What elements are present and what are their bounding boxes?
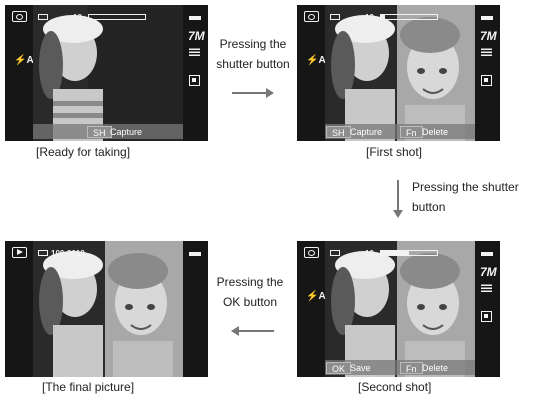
metering-icon bbox=[189, 75, 200, 86]
fn-key-badge[interactable]: Fn bbox=[400, 126, 423, 138]
caption-second-shot: [Second shot] bbox=[358, 380, 432, 394]
metering-icon bbox=[481, 75, 492, 86]
instruction-shutter-2: Pressing the shutter button bbox=[412, 180, 519, 214]
capture-progress-fill bbox=[381, 15, 386, 19]
arrow-right-icon bbox=[232, 92, 270, 94]
capture-progress bbox=[88, 14, 146, 20]
flash-auto-icon: ⚡A bbox=[14, 55, 34, 66]
left-status-bar: ⚡A bbox=[297, 5, 326, 141]
battery-icon bbox=[330, 250, 340, 256]
caption-final-picture: [The final picture] bbox=[42, 380, 135, 394]
image-size-7m-icon: 7M bbox=[480, 29, 497, 43]
ok-key-badge[interactable]: OK bbox=[326, 362, 352, 374]
left-status-bar: ⚡A bbox=[297, 241, 326, 377]
shots-remaining: 10 bbox=[365, 13, 374, 22]
file-number: 100-0010 bbox=[51, 249, 85, 258]
live-view-photo bbox=[325, 241, 475, 377]
arrow-head-left-icon bbox=[231, 326, 239, 336]
camera-mode-icon bbox=[304, 247, 319, 258]
instruction-ok: Pressing the OK button bbox=[216, 275, 284, 309]
arrow-down-icon bbox=[397, 180, 399, 212]
camera-screen-first-shot: ⚡A 10 7M SH Capture Fn Delete bbox=[297, 5, 500, 141]
camera-mode-icon bbox=[12, 11, 27, 22]
quality-icon bbox=[481, 283, 492, 292]
capture-label: Capture bbox=[350, 127, 383, 137]
memory-icon bbox=[481, 252, 493, 256]
memory-icon bbox=[189, 16, 201, 20]
live-view-photo bbox=[325, 5, 475, 141]
caption-first-shot: [First shot] bbox=[366, 145, 423, 159]
camera-screen-second-shot: ⚡A 10 7M OK Save Fn Delete bbox=[297, 241, 500, 377]
caption-ready: [Ready for taking] bbox=[36, 145, 131, 159]
shots-remaining: 10 bbox=[365, 249, 374, 258]
memory-icon bbox=[189, 252, 201, 256]
capture-label: Capture bbox=[110, 127, 143, 137]
shots-remaining: 10 bbox=[73, 13, 82, 22]
camera-screen-final-picture: 100-0010 bbox=[5, 241, 208, 377]
instruction-shutter-1: Pressing the shutter button bbox=[216, 37, 290, 71]
capture-progress-fill bbox=[381, 251, 409, 255]
right-status-bar: 7M bbox=[183, 5, 208, 141]
left-status-bar bbox=[5, 241, 33, 377]
battery-icon bbox=[38, 250, 48, 256]
delete-label: Delete bbox=[422, 363, 449, 373]
metering-icon bbox=[481, 311, 492, 322]
arrow-head-down-icon bbox=[393, 210, 403, 218]
quality-icon bbox=[481, 47, 492, 56]
right-status-bar bbox=[183, 241, 208, 377]
quality-icon bbox=[189, 47, 200, 56]
shutter-key-badge[interactable]: SH bbox=[87, 126, 112, 138]
flash-auto-icon: ⚡A bbox=[306, 291, 326, 302]
save-label: Save bbox=[350, 363, 371, 373]
combined-photo bbox=[33, 241, 183, 377]
capture-progress bbox=[380, 250, 438, 256]
arrow-left-icon bbox=[238, 330, 274, 332]
memory-icon bbox=[481, 16, 493, 20]
camera-mode-icon bbox=[304, 11, 319, 22]
delete-label: Delete bbox=[422, 127, 449, 137]
fn-key-badge[interactable]: Fn bbox=[400, 362, 423, 374]
capture-progress bbox=[380, 14, 438, 20]
right-status-bar: 7M bbox=[475, 5, 500, 141]
camera-screen-ready: ⚡A 10 7M SH Capture bbox=[5, 5, 208, 141]
live-view-photo bbox=[33, 5, 183, 141]
flash-auto-icon: ⚡A bbox=[306, 55, 326, 66]
arrow-head-right-icon bbox=[266, 88, 274, 98]
playback-icon bbox=[12, 247, 27, 258]
right-status-bar: 7M bbox=[475, 241, 500, 377]
left-status-bar: ⚡A bbox=[5, 5, 34, 141]
shutter-key-badge[interactable]: SH bbox=[326, 126, 351, 138]
image-size-7m-icon: 7M bbox=[188, 29, 205, 43]
battery-icon bbox=[330, 14, 340, 20]
image-size-7m-icon: 7M bbox=[480, 265, 497, 279]
battery-icon bbox=[38, 14, 48, 20]
